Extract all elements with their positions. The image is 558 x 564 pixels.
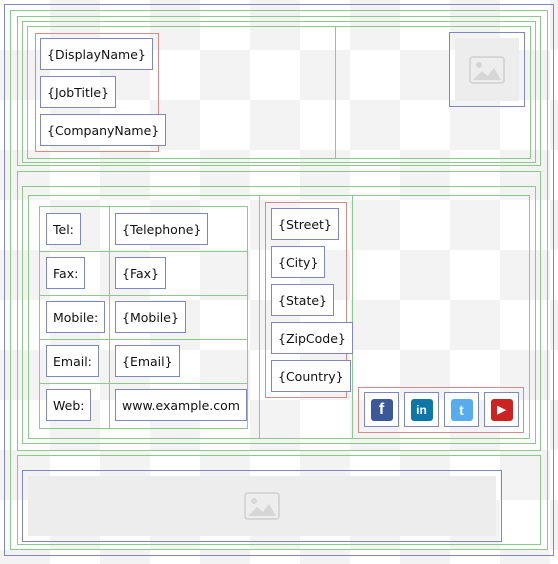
web-value[interactable]: www.example.com [115,389,247,421]
zip-field[interactable]: {ZipCode} [271,322,353,354]
facebook-button[interactable]: f [364,392,399,427]
tel-value[interactable]: {Telephone} [115,213,209,245]
state-field[interactable]: {State} [271,284,334,316]
twitter-icon: t [450,398,473,421]
header-table [22,21,536,163]
facebook-icon: f [370,398,393,421]
banner-placeholder [28,476,496,536]
contact-table [22,186,536,444]
mobile-label: Mobile: [46,301,106,333]
contact-section [17,171,541,451]
country-field[interactable]: {Country} [271,360,351,392]
banner-frame[interactable] [22,470,502,542]
youtube-button[interactable]: ▶ [484,392,519,427]
image-placeholder-icon [244,492,280,520]
linkedin-button[interactable]: in [404,392,439,427]
linkedin-icon: in [410,398,433,421]
contact-inner [28,195,530,439]
street-field[interactable]: {Street} [271,208,339,240]
banner-section [17,455,541,545]
header-section [17,16,541,166]
display-name-field[interactable]: {DisplayName} [40,38,153,70]
job-title-field[interactable]: {JobTitle} [40,76,116,108]
company-name-field[interactable]: {CompanyName} [40,114,167,146]
header-inner [27,26,531,159]
email-value[interactable]: {Email} [115,345,180,377]
mobile-value[interactable]: {Mobile} [115,301,186,333]
email-label: Email: [46,345,99,377]
twitter-button[interactable]: t [444,392,479,427]
contact-grid [39,206,248,429]
fax-value[interactable]: {Fax} [115,257,167,289]
image-placeholder-icon [469,55,505,84]
fax-label: Fax: [46,257,86,289]
city-field[interactable]: {City} [271,246,326,278]
logo-frame[interactable] [449,32,525,107]
name-block [35,33,159,152]
social-block [358,387,524,433]
tel-label: Tel: [46,213,81,245]
web-label: Web: [46,389,92,421]
logo-placeholder [455,38,519,101]
youtube-icon: ▶ [490,398,513,421]
signature-frame [4,4,554,556]
signature-outer-table [10,10,548,550]
address-block [265,202,347,398]
